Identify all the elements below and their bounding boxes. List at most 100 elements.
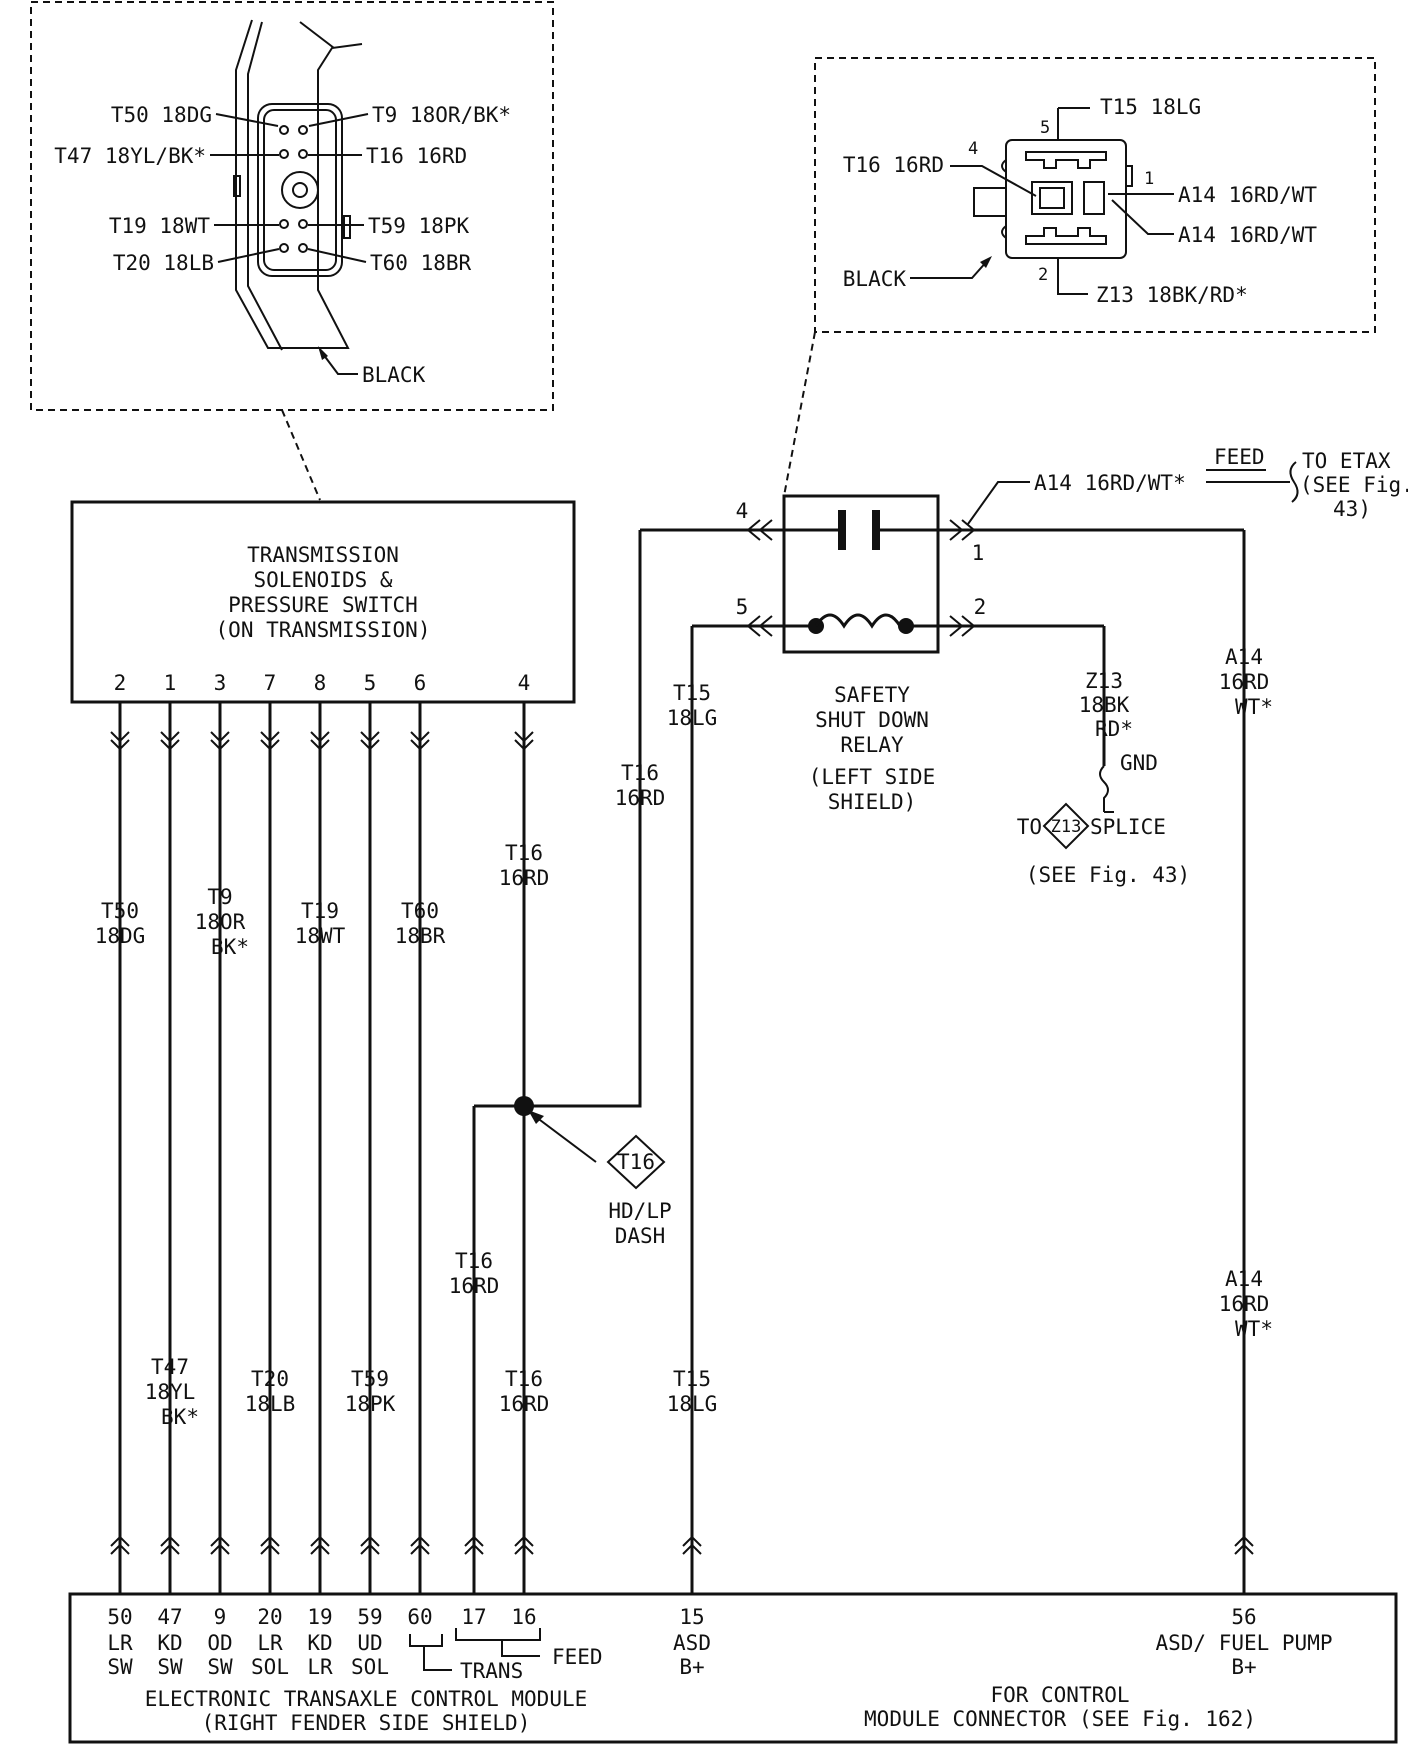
- wire-lower-6-1: 16RD: [1219, 1292, 1270, 1316]
- ecm-pin-desc-4-1: LR: [307, 1655, 333, 1679]
- ecm-pin-num-0: 50: [107, 1605, 132, 1629]
- wire-upper-4-0: T16: [505, 841, 543, 865]
- trans-conn-label-t16: T16 16RD: [366, 144, 467, 168]
- trans-pin-6: 6: [414, 671, 427, 695]
- wire-lower-4-1: 16RD: [499, 1392, 550, 1416]
- wire-upper-1-0: T9: [207, 885, 232, 909]
- relay-pin-5: 5: [736, 595, 749, 619]
- relay-conn-a14-a: A14 16RD/WT: [1178, 183, 1317, 207]
- wire-lower-1-1: 18LB: [245, 1392, 296, 1416]
- t16-splice: T16 HD/LP DASH: [472, 1096, 672, 1582]
- trans-box-line-4: (ON TRANSMISSION): [216, 618, 431, 642]
- wire-lower-2-1: 18PK: [345, 1392, 396, 1416]
- ecm-pin-num-5: 59: [357, 1605, 382, 1629]
- trans-box-line-3: PRESSURE SWITCH: [228, 593, 418, 617]
- ecm-pin-desc-1-1: SW: [157, 1655, 183, 1679]
- safety-shutdown-relay: 4 1 5 2 SAFETY SHUT DOWN RELAY (LEFT SID…: [640, 494, 1244, 814]
- relay-conn-color: BLACK: [843, 267, 907, 291]
- trans-conn-label-t20: T20 18LB: [113, 251, 214, 275]
- relay-pin-2: 2: [974, 595, 987, 619]
- z13-see: (SEE Fig. 43): [1026, 863, 1190, 887]
- relay-pin-4: 4: [736, 499, 749, 523]
- trans-pin-0: 2: [114, 671, 127, 695]
- ecm-pin-desc-2-0: OD: [207, 1631, 232, 1655]
- ecm-pin-desc-5-0: UD: [357, 1631, 382, 1655]
- trans-box-line-2: SOLENOIDS &: [253, 568, 392, 592]
- wire-lower-4-0: T16: [505, 1367, 543, 1391]
- ecm-pin-num-3: 20: [257, 1605, 282, 1629]
- trans-pin-1: 1: [164, 671, 177, 695]
- z13-wire-3: RD*: [1095, 717, 1133, 741]
- z13-gnd: GND: [1120, 751, 1158, 775]
- wire-lower-5-0: T15: [673, 1367, 711, 1391]
- relay-pin-1: 1: [972, 541, 985, 565]
- ecm-pin-num-1: 47: [157, 1605, 182, 1629]
- wire-upper-7-2: WT*: [1235, 695, 1273, 719]
- t16-splice-loc-1: HD/LP: [608, 1199, 671, 1223]
- trans-pin-7: 4: [518, 671, 531, 695]
- feed-wire-label: A14 16RD/WT*: [1034, 471, 1186, 495]
- trans-pin-5: 5: [364, 671, 377, 695]
- wire-lower-3-1: 16RD: [449, 1274, 500, 1298]
- ecm-pin-desc-9-0: ASD: [673, 1631, 711, 1655]
- relay-wiring: [524, 530, 1246, 1582]
- trans-conn-label-t60: T60 18BR: [370, 251, 472, 275]
- trans-pin-4: 8: [314, 671, 327, 695]
- wire-upper-3-1: 18BR: [395, 924, 446, 948]
- relay-name-1: SAFETY: [834, 683, 910, 707]
- feed-to-1: TO ETAX: [1302, 449, 1391, 473]
- wire-lower-6-0: A14: [1225, 1267, 1263, 1291]
- trans-conn-label-t50: T50 18DG: [111, 103, 212, 127]
- relay-conn-z13: Z13 18BK/RD*: [1096, 283, 1248, 307]
- feed-to-2: (SEE Fig.: [1300, 473, 1408, 497]
- ecm-name-2: (RIGHT FENDER SIDE SHIELD): [202, 1711, 531, 1735]
- wire-labels: T5018DGT918ORBK*T1918WTT6018BRT1616RDT16…: [95, 645, 1273, 1429]
- ecm-pin-num-6: 60: [407, 1605, 432, 1629]
- ecm-pin-desc-0-0: LR: [107, 1631, 133, 1655]
- relay-name-3: RELAY: [840, 733, 904, 757]
- ecm-pin-desc-5-1: SOL: [351, 1655, 389, 1679]
- ecm-pin-desc-0-1: SW: [107, 1655, 133, 1679]
- wire-upper-5-1: 16RD: [615, 786, 666, 810]
- ecm-trans: TRANS: [460, 1659, 523, 1683]
- wire-lower-0-1: 18YL: [145, 1380, 196, 1404]
- wire-upper-3-0: T60: [401, 899, 439, 923]
- ecm-pin-num-7: 17: [461, 1605, 486, 1629]
- relay-conn-pin-4: 4: [968, 139, 978, 159]
- trans-conn-label-t59: T59 18PK: [368, 214, 470, 238]
- ecm-feed: FEED: [552, 1645, 603, 1669]
- ecm-pin-num-2: 9: [214, 1605, 227, 1629]
- wire-upper-2-1: 18WT: [295, 924, 346, 948]
- trans-connector-inset: T50 18DG T47 18YL/BK* T19 18WT T20 18LB …: [30, 1, 554, 411]
- trans-conn-label-t9: T9 18OR/BK*: [372, 103, 511, 127]
- trans-connector-shape: [233, 19, 363, 351]
- feed-label: FEED: [1214, 445, 1265, 469]
- wire-upper-1-1: 18OR: [195, 910, 246, 934]
- trans-pin-3: 7: [264, 671, 277, 695]
- wire-lower-5-1: 18LG: [667, 1392, 718, 1416]
- ecm-pin-desc-3-0: LR: [257, 1631, 283, 1655]
- ecm-pin-desc-4-0: KD: [307, 1631, 332, 1655]
- wire-lower-3-0: T16: [455, 1249, 493, 1273]
- trans-pin-2: 3: [214, 671, 227, 695]
- z13-splice-id: Z13: [1051, 817, 1082, 837]
- wire-upper-0-1: 18DG: [95, 924, 146, 948]
- z13-wire-2: 18BK: [1079, 693, 1130, 717]
- relay-conn-pin-2: 2: [1038, 265, 1048, 285]
- wire-upper-5-0: T16: [621, 761, 659, 785]
- trans-conn-label-t47: T47 18YL/BK*: [54, 144, 206, 168]
- relay-conn-t15: T15 18LG: [1100, 95, 1201, 119]
- ecm-pin-num-4: 19: [307, 1605, 332, 1629]
- ecm-pin-desc-3-1: SOL: [251, 1655, 289, 1679]
- t16-splice-id: T16: [617, 1150, 655, 1174]
- ecm-pin-desc-10-0: ASD/ FUEL PUMP: [1155, 1631, 1332, 1655]
- ecm-pin-desc-10-1: B+: [1231, 1655, 1256, 1679]
- trans-box-line-1: TRANSMISSION: [247, 543, 399, 567]
- ecm-note-2: MODULE CONNECTOR (SEE Fig. 162): [864, 1707, 1256, 1731]
- ecm-pin-desc-2-1: SW: [207, 1655, 233, 1679]
- t16-splice-loc-2: DASH: [615, 1224, 666, 1248]
- wire-lower-0-0: T47: [151, 1355, 189, 1379]
- trans-conn-color: BLACK: [362, 363, 426, 387]
- wire-upper-1-2: BK*: [211, 935, 249, 959]
